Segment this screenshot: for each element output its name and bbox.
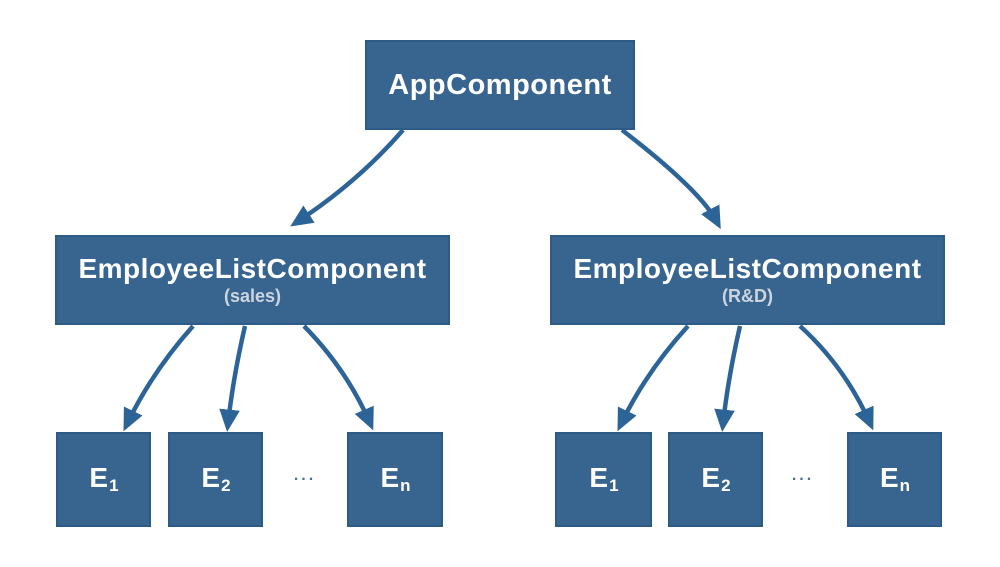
- node-rd-employee-1: E1: [555, 432, 652, 527]
- node-rd-employee-n: En: [847, 432, 942, 527]
- employee-list-sales-subtitle: (sales): [223, 286, 282, 306]
- arrow-app-to-sales-list: [290, 128, 405, 227]
- employee-label: E2: [201, 461, 231, 495]
- employee-label: En: [879, 461, 911, 495]
- rd-ellipsis: ...: [791, 467, 815, 484]
- employee-label: E2: [701, 461, 731, 495]
- employee-list-rd-title: EmployeeListComponent: [573, 253, 922, 284]
- arrow-rd-to-e1: [617, 324, 690, 432]
- node-rd-employee-2: E2: [668, 432, 763, 527]
- employee-label: E1: [89, 461, 119, 495]
- node-employee-list-rd: EmployeeListComponent (R&D): [550, 235, 945, 325]
- node-employee-list-sales: EmployeeListComponent (sales): [55, 235, 450, 325]
- node-sales-employee-1: E1: [56, 432, 151, 527]
- arrow-sales-to-e1: [123, 324, 195, 432]
- app-component-label: AppComponent: [388, 69, 612, 101]
- arrow-sales-to-en: [302, 324, 374, 431]
- arrow-rd-to-e2: [714, 325, 743, 433]
- employee-label: E1: [589, 461, 619, 495]
- node-sales-employee-n: En: [347, 432, 443, 527]
- employee-list-sales-title: EmployeeListComponent: [78, 253, 427, 284]
- sales-ellipsis: ...: [293, 467, 317, 484]
- employee-list-rd-subtitle: (R&D): [722, 286, 773, 306]
- node-app-component: AppComponent: [365, 40, 635, 130]
- arrow-app-to-rd-list: [620, 128, 721, 230]
- employee-label: En: [380, 461, 411, 495]
- arrow-sales-to-e2: [219, 325, 248, 433]
- arrow-rd-to-en: [798, 324, 874, 431]
- node-sales-employee-2: E2: [168, 432, 263, 527]
